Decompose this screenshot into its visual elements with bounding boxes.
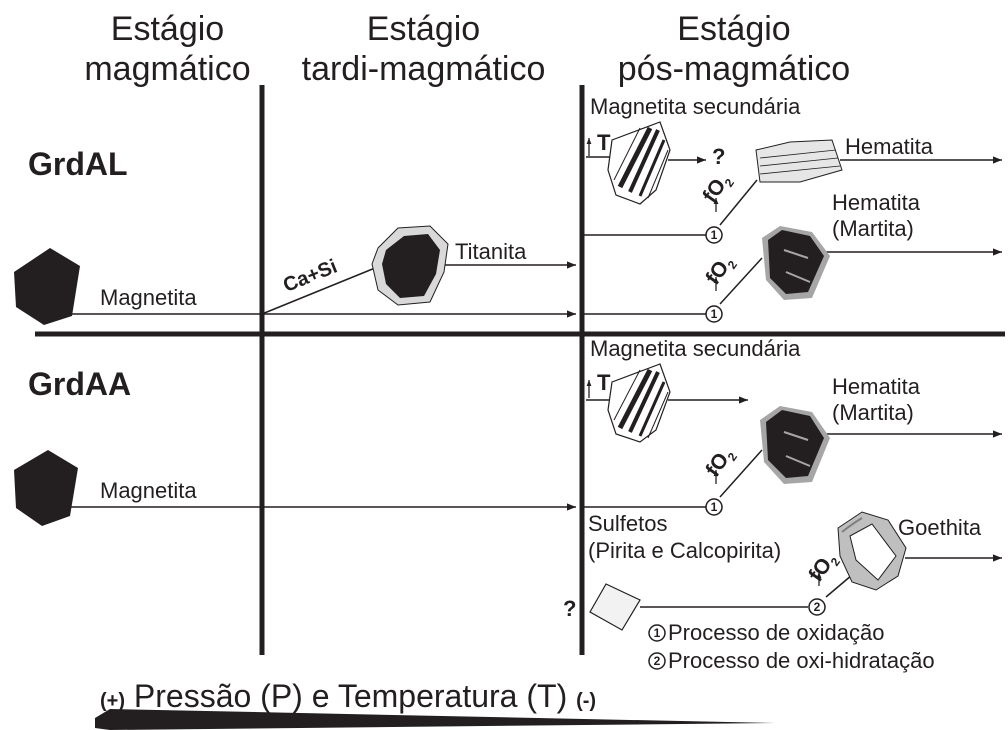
group-label-grdal: GrdAL — [28, 146, 128, 182]
magnetita-crystal-icon — [14, 248, 80, 325]
grdal-flow — [70, 156, 1002, 318]
stage-title-line: Estágio — [110, 10, 225, 48]
label-magnetita-secundaria: Magnetita secundária — [590, 336, 801, 361]
secondary-magnetite-icon — [607, 121, 671, 205]
label-magnetita-secundaria: Magnetita secundária — [590, 94, 801, 119]
legend-circle-1 — [648, 624, 666, 642]
process-circles — [648, 226, 826, 670]
magnetita-crystal-icon — [14, 450, 78, 526]
axis-plus: (+) — [100, 690, 125, 712]
hematita-crystal-icon — [755, 139, 843, 183]
label-line: (Martita) — [832, 400, 914, 425]
process-circle-1b — [705, 305, 723, 323]
label-line: (Martita) — [832, 216, 914, 241]
label-hematita-martita: Hematita (Martita) — [832, 376, 920, 424]
stage-title-line: pós-magmático — [617, 50, 851, 88]
label-line: Sulfetos — [588, 511, 668, 536]
label-magnetita: Magnetita — [100, 478, 197, 503]
process-number: 1 — [711, 307, 718, 321]
group-label-grdaa: GrdAA — [28, 366, 132, 402]
legend-oxi-hydration: Processo de oxi-hidratação — [668, 648, 935, 673]
label-hematita: Hematita — [845, 134, 934, 159]
label-question: ? — [563, 596, 577, 621]
label-temperature: T — [597, 130, 611, 155]
label-magnetita: Magnetita — [100, 285, 197, 310]
legend-circle-2 — [648, 652, 666, 670]
label-hematita-martita: Hematita (Martita) — [832, 192, 920, 240]
axis-text: Pressão (P) e Temperatura (T) — [133, 678, 568, 714]
legend-oxidation: Processo de oxidação — [668, 620, 885, 645]
stage-title-line: tardi-magmático — [301, 50, 546, 88]
stage-heading-late-magmatic: Estágio tardi-magmático — [276, 12, 571, 86]
label-line: Hematita — [832, 190, 921, 215]
label-line: (Pirita e Calcopirita) — [588, 538, 782, 563]
process-number: 1 — [711, 500, 718, 514]
pt-axis-caption: (+) Pressão (P) e Temperatura (T) (-) — [100, 680, 596, 712]
titanita-grain-icon — [371, 225, 449, 306]
increase-arrows — [586, 138, 822, 586]
martita-crystal-icon — [762, 226, 830, 300]
process-number: 2 — [814, 600, 821, 614]
stage-heading-post-magmatic: Estágio pós-magmático — [594, 12, 874, 86]
secondary-magnetite-icon — [607, 363, 671, 443]
goethita-crystal-icon — [837, 511, 907, 591]
martita-crystal-icon — [760, 406, 830, 484]
process-number: 2 — [654, 654, 661, 668]
label-temperature: T — [597, 370, 611, 395]
process-circle-1c — [705, 498, 723, 516]
grdaa-flow — [70, 396, 1002, 608]
process-circle-2 — [808, 598, 826, 616]
label-question: ? — [712, 144, 726, 169]
pt-gradient-arrow — [95, 709, 775, 730]
label-sulfetos: Sulfetos (Pirita e Calcopirita) — [588, 513, 781, 562]
process-number: 1 — [711, 228, 718, 242]
sulfeto-crystal-icon — [589, 583, 641, 631]
stage-title-line: Estágio — [677, 10, 791, 48]
process-circle-1a — [705, 226, 723, 244]
axis-minus: (-) — [576, 690, 597, 712]
stage-title-line: Estágio — [366, 10, 481, 48]
label-goethita: Goethita — [898, 515, 982, 540]
label-titanita: Titanita — [455, 239, 527, 264]
label-line: Hematita — [832, 374, 921, 399]
process-number: 1 — [654, 626, 661, 640]
stage-heading-magmatic: Estágio magmático — [70, 12, 265, 86]
stage-title-line: magmático — [84, 50, 251, 88]
